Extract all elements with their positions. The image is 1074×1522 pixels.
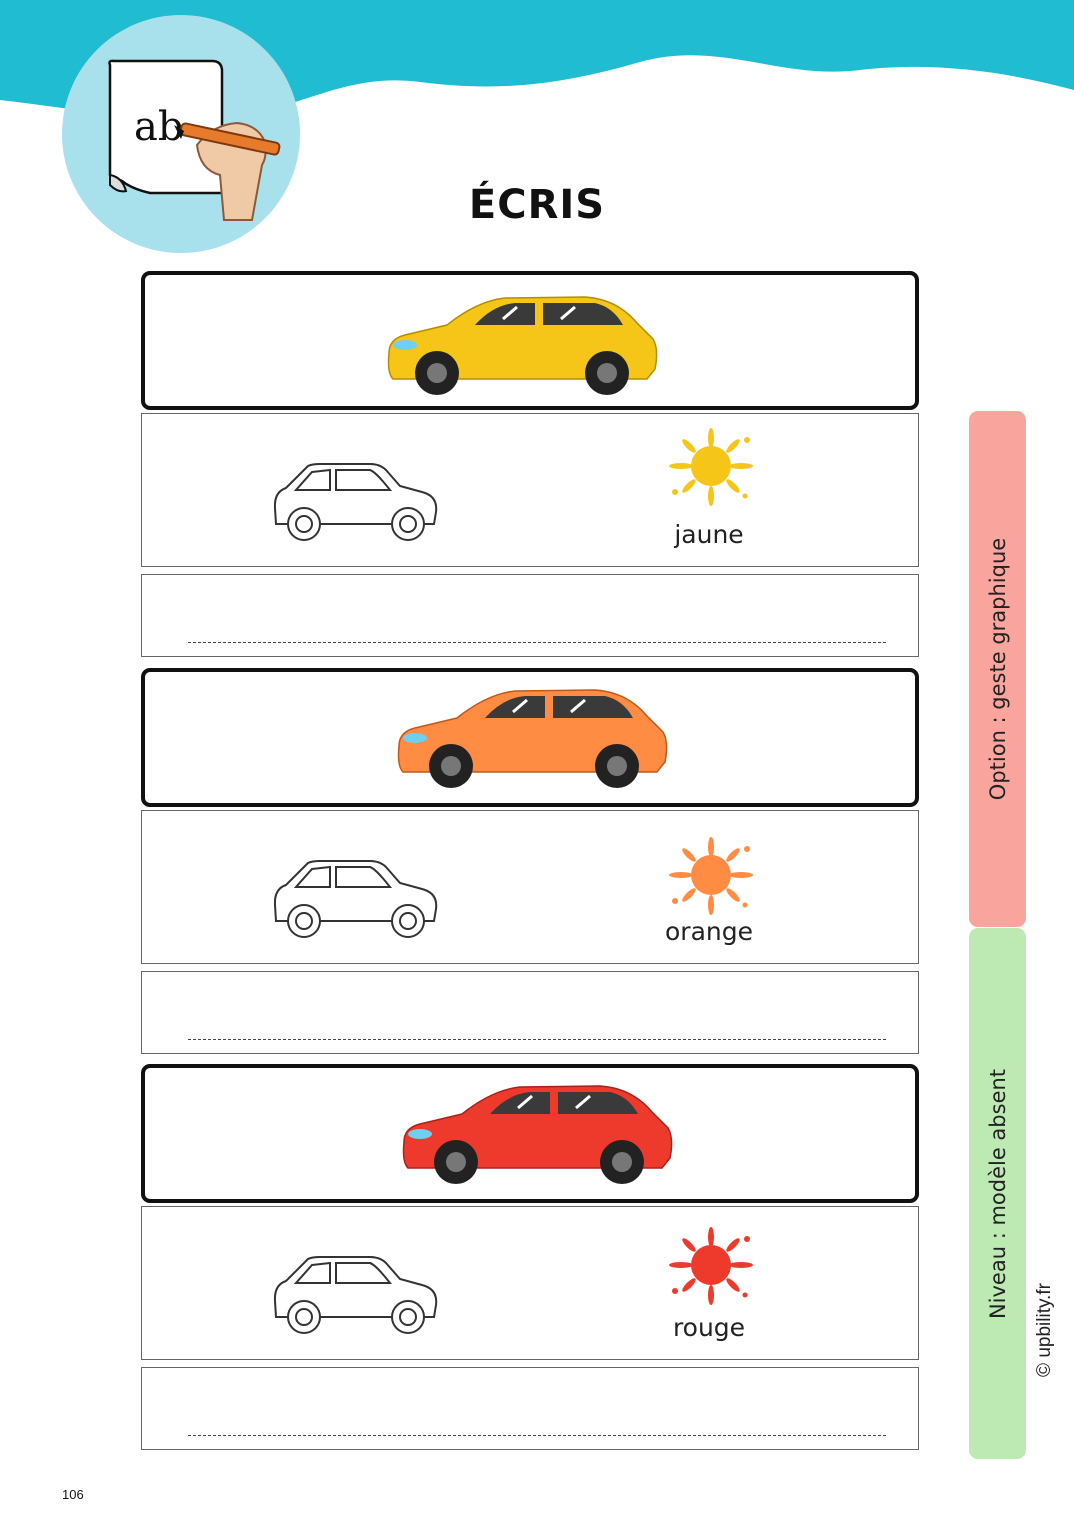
color-word: rouge (672, 1313, 746, 1342)
outline-car-icon (273, 860, 438, 938)
car-icon (402, 1085, 673, 1184)
outline-car-icon (273, 1256, 438, 1334)
reference-box: jaune (141, 413, 919, 567)
page-title: ÉCRIS (468, 182, 606, 228)
paint-splash-icon (669, 428, 753, 506)
writing-line (188, 1039, 886, 1040)
level-bar: Niveau : modèle absent (969, 928, 1026, 1459)
reference-box: orange (141, 810, 919, 964)
reference-box: rouge (141, 1206, 919, 1360)
outline-car-icon (273, 463, 438, 541)
model-car-box (141, 1064, 919, 1203)
model-car-box (141, 668, 919, 807)
color-word: orange (665, 917, 753, 946)
writing-badge: ab (62, 15, 300, 253)
option-bar: Option : geste graphique (969, 411, 1026, 927)
writing-hand-icon: ab (108, 59, 281, 221)
paint-splash-icon (669, 1227, 753, 1305)
level-label: Niveau : modèle absent (985, 1068, 1010, 1319)
writing-box[interactable] (141, 971, 919, 1054)
paint-splash-icon (669, 837, 753, 915)
color-word: jaune (674, 520, 744, 549)
model-car-box (141, 271, 919, 410)
option-label: Option : geste graphique (985, 537, 1010, 801)
writing-box[interactable] (141, 574, 919, 657)
copyright-text: © upbility.fr (1034, 1283, 1055, 1377)
page-number: 106 (62, 1487, 84, 1502)
car-icon (397, 689, 668, 788)
writing-line (188, 642, 886, 643)
car-icon (387, 296, 658, 395)
writing-line (188, 1435, 886, 1436)
writing-box[interactable] (141, 1367, 919, 1450)
